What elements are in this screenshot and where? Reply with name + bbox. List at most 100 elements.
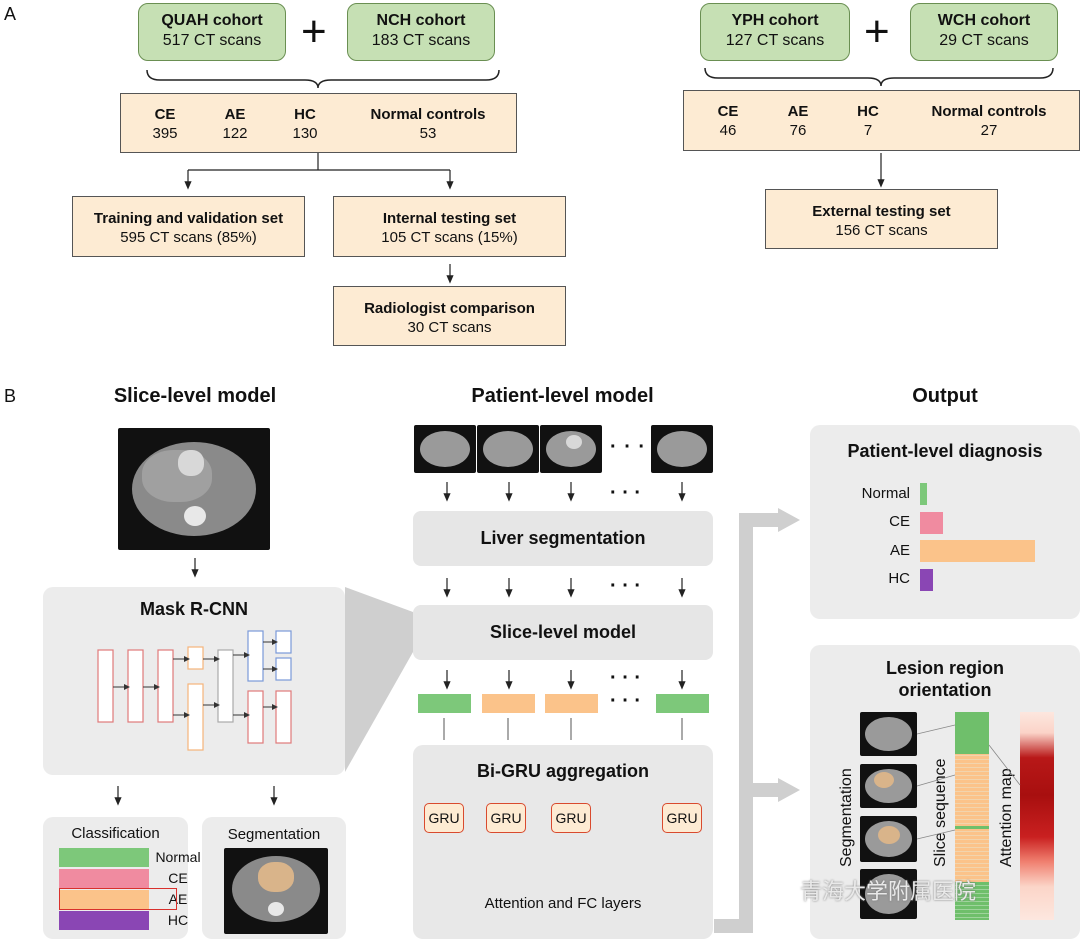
ct-slice-1: [414, 425, 476, 473]
cohort-name: NCH cohort: [376, 12, 466, 29]
plus-sign: +: [864, 7, 890, 56]
lesion-title-line2: orientation: [898, 680, 992, 700]
box-title: External testing set: [812, 203, 951, 220]
cohort-scans: 127 CT scans: [725, 32, 825, 49]
ct-slice-2: [477, 425, 539, 473]
lesion-ct-1: [860, 712, 917, 756]
patient-diagnosis-panel: Patient-level diagnosis Normal CE AE HC: [810, 425, 1080, 619]
diagnosis-bar-chart: [920, 481, 1035, 597]
segmentation-ct-image: [224, 848, 328, 934]
cohort-scans: 517 CT scans: [162, 32, 262, 49]
box-title: Training and validation set: [93, 210, 284, 227]
y-label: HC: [888, 570, 910, 587]
cohort-box-wch: WCH cohort 29 CT scans: [910, 3, 1058, 61]
slice-output-bar: [545, 694, 598, 713]
ellipsis: · · ·: [610, 436, 647, 458]
slice-output-bar: [482, 694, 535, 713]
segmentation-title: Segmentation: [227, 826, 321, 843]
count-value: 27: [980, 122, 998, 139]
class-row-normal: Normal: [43, 848, 201, 867]
diagnosis-title: Patient-level diagnosis: [847, 441, 1043, 461]
count-value: 122: [222, 125, 248, 142]
liver-segmentation-block: Liver segmentation: [413, 511, 713, 566]
ct-image-input: [118, 428, 270, 550]
mask-rcnn-title: Mask R-CNN: [139, 599, 249, 619]
training-set-box: Training and validation set 595 CT scans…: [72, 196, 305, 257]
class-label: AE: [168, 891, 188, 907]
count-label: HC: [294, 106, 316, 123]
count-label: AE: [224, 106, 246, 123]
classification-title: Classification: [71, 825, 160, 842]
attention-map-bar: [1020, 712, 1054, 920]
lesion-orientation-panel: Lesion region orientation Segmentation S…: [810, 645, 1080, 939]
panel-a-label: A: [4, 4, 17, 24]
count-label: CE: [154, 106, 176, 123]
cohort-name: WCH cohort: [937, 12, 1031, 29]
network-diagram: [97, 630, 292, 751]
box-detail: 595 CT scans (85%): [120, 229, 257, 246]
bigru-panel: Bi-GRU aggregation Attention and FC laye…: [413, 745, 713, 939]
ce-swatch: [59, 869, 149, 888]
cohort-scans: 29 CT scans: [939, 32, 1029, 49]
diagnosis-bar-normal: [920, 483, 927, 505]
count-label: CE: [717, 103, 739, 120]
cohort-name: QUAH cohort: [161, 12, 263, 29]
gru-cell: GRU: [486, 803, 526, 833]
diagnosis-bar-hc: [920, 568, 933, 591]
ellipsis: · · ·: [610, 575, 642, 597]
box-title: Internal testing set: [382, 210, 517, 227]
count-label: AE: [787, 103, 809, 120]
diagnosis-bar-ce: [920, 511, 943, 534]
ae-swatch: [59, 890, 149, 909]
count-value: 76: [789, 122, 807, 139]
ellipsis: · · ·: [610, 482, 642, 504]
cohort-name: YPH cohort: [731, 12, 819, 29]
lesion-title-line1: Lesion region: [885, 658, 1004, 678]
y-label: CE: [889, 513, 910, 530]
radiologist-box: Radiologist comparison 30 CT scans: [333, 286, 566, 346]
cohort-box-yph: YPH cohort 127 CT scans: [700, 3, 850, 61]
cohort-scans: 183 CT scans: [371, 32, 471, 49]
ellipsis: · · ·: [610, 667, 642, 689]
box-detail: 30 CT scans: [407, 319, 492, 336]
diagnosis-bar-ae: [920, 540, 1035, 562]
y-label: AE: [889, 542, 910, 559]
ellipsis: · · ·: [610, 690, 642, 712]
classification-panel: Classification Normal CE AE HC: [43, 817, 201, 939]
slice-level-title: Slice-level model: [113, 385, 277, 407]
count-value: 7: [863, 122, 873, 139]
plus-sign: +: [301, 7, 327, 56]
gru-cell: GRU: [551, 803, 591, 833]
slice-level-model-block: Slice-level model: [413, 605, 713, 660]
diagnosis-y-labels: Normal CE AE HC: [810, 481, 910, 611]
ct-slice-3: [540, 425, 602, 473]
count-label: HC: [857, 103, 879, 120]
normal-swatch: [59, 848, 149, 867]
ct-slice-n: [651, 425, 713, 473]
y-label: Normal: [861, 485, 910, 502]
selected-class-highlight: [59, 888, 177, 910]
slice-output-bar: [418, 694, 471, 713]
count-value: 53: [419, 125, 437, 142]
lesion-title: Lesion region orientation: [810, 657, 1080, 701]
class-label: CE: [168, 870, 188, 886]
output-title: Output: [912, 385, 978, 407]
class-row-hc: HC: [43, 911, 188, 930]
panel-b-label: B: [4, 386, 17, 406]
lesion-ct-3: [860, 816, 917, 862]
class-label: Normal: [155, 849, 201, 865]
class-label: HC: [167, 912, 189, 928]
slice-output-bar: [656, 694, 709, 713]
cohort-box-quah: QUAH cohort 517 CT scans: [138, 3, 286, 61]
attention-fc-label: Attention and FC layers: [484, 895, 642, 912]
count-value: 46: [719, 122, 737, 139]
count-value: 395: [152, 125, 178, 142]
count-label: Normal controls: [370, 106, 486, 123]
mask-rcnn-panel: Mask R-CNN: [43, 587, 345, 775]
patient-level-title: Patient-level model: [471, 385, 654, 407]
class-row-ce: CE: [43, 869, 188, 888]
watermark: 青海大学附属医院: [800, 879, 977, 904]
cohort-box-nch: NCH cohort 183 CT scans: [347, 3, 495, 61]
